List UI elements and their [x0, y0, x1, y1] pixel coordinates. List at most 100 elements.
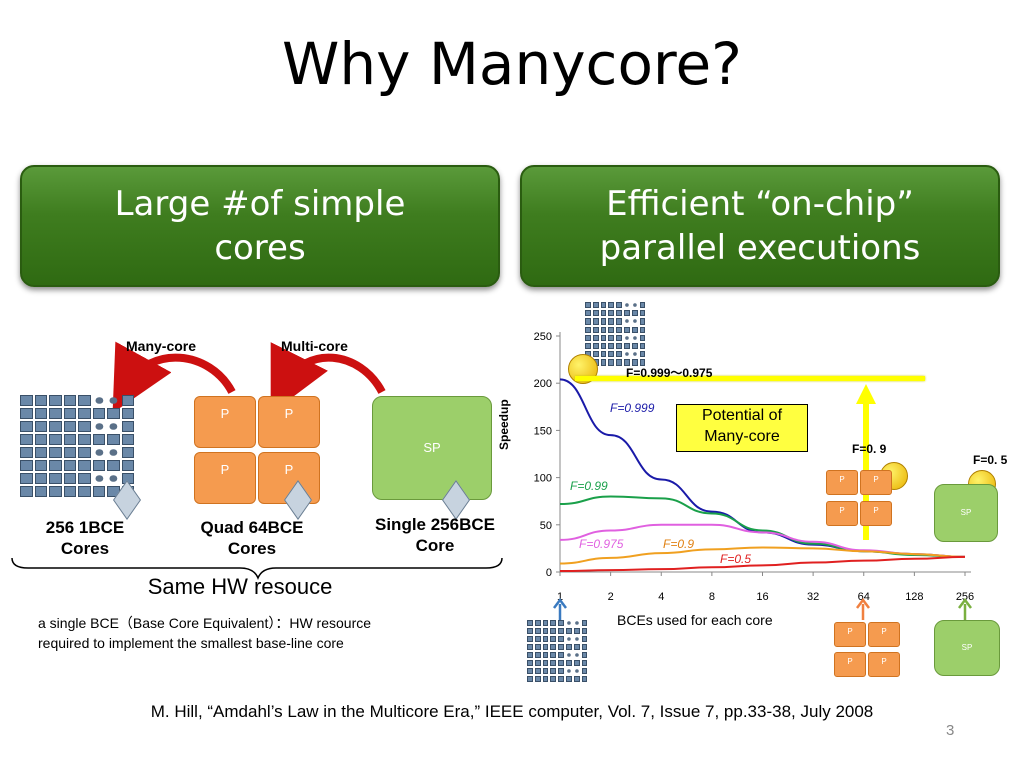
small-core — [534, 668, 541, 674]
small-core — [20, 473, 33, 484]
page-title: Why Manycore? — [282, 30, 742, 98]
small-core — [78, 434, 91, 445]
small-core — [92, 460, 105, 471]
core-sp: SP — [372, 396, 492, 500]
small-core — [558, 668, 564, 674]
small-core — [107, 434, 120, 445]
small-core — [534, 636, 541, 642]
small-core — [616, 326, 622, 333]
core-p: P — [868, 652, 900, 677]
small-core — [550, 644, 557, 650]
f09-label: F=0. 9 — [852, 442, 887, 456]
small-core — [92, 486, 105, 497]
small-core — [608, 359, 615, 366]
small-core — [574, 653, 579, 657]
small-core — [573, 676, 580, 682]
small-core — [581, 676, 588, 682]
y-tick-label: 0 — [546, 567, 552, 579]
small-core — [527, 636, 533, 642]
small-core — [585, 334, 591, 341]
small-core — [600, 351, 607, 358]
series-label: F=0.99 — [570, 479, 608, 493]
x-axis-label: BCEs used for each core — [617, 612, 773, 628]
small-core — [581, 628, 588, 634]
small-core — [78, 395, 91, 406]
small-core — [121, 447, 134, 458]
small-core — [616, 318, 622, 325]
small-core — [121, 408, 134, 419]
small-core — [78, 447, 91, 458]
small-core — [78, 421, 91, 432]
small-core — [49, 434, 62, 445]
box-left-line2: cores — [214, 228, 306, 268]
small-core — [534, 628, 541, 634]
small-core — [574, 621, 579, 625]
small-core — [608, 326, 615, 333]
small-core — [527, 668, 533, 674]
small-core — [632, 303, 637, 307]
small-core — [616, 359, 622, 366]
small-core — [95, 449, 103, 456]
core-sp: SP — [934, 484, 998, 542]
small-core — [49, 408, 62, 419]
small-core — [550, 628, 557, 634]
small-core — [592, 318, 599, 325]
small-core — [639, 302, 646, 309]
small-core — [573, 628, 580, 634]
small-core — [34, 434, 47, 445]
small-core — [550, 652, 557, 658]
small-core — [567, 637, 571, 641]
small-core — [558, 620, 564, 626]
series-label: F=0.9 — [663, 537, 694, 551]
small-core — [631, 359, 638, 366]
small-core — [581, 644, 588, 650]
small-core — [109, 475, 117, 482]
box-right-line1: Efficient “on-chip” — [606, 184, 914, 224]
small-core — [542, 628, 549, 634]
small-core — [107, 460, 120, 471]
small-core — [34, 395, 47, 406]
small-core — [566, 644, 572, 650]
small-core — [631, 310, 638, 317]
small-core — [574, 669, 579, 673]
small-core — [616, 351, 622, 358]
core-p: P — [868, 622, 900, 647]
small-core — [95, 475, 103, 482]
small-core — [624, 343, 630, 350]
manycore-arrow — [112, 341, 236, 414]
small-core — [558, 628, 564, 634]
small-core — [558, 644, 564, 650]
small-core — [592, 334, 599, 341]
small-core — [608, 343, 615, 350]
same-hw-caption: Same HW resouce — [147, 574, 333, 599]
small-core — [585, 302, 591, 309]
small-core — [20, 421, 33, 432]
small-core — [566, 676, 572, 682]
small-core — [550, 668, 557, 674]
small-core — [639, 310, 646, 317]
core-p: P — [834, 622, 866, 647]
small-core — [527, 620, 533, 626]
small-core — [542, 660, 549, 666]
manycore-label: Many-core — [126, 338, 197, 354]
small-core — [527, 660, 533, 666]
small-core — [573, 660, 580, 666]
small-core — [585, 326, 591, 333]
small-core — [20, 434, 33, 445]
small-core — [20, 460, 33, 471]
small-core — [608, 334, 615, 341]
small-core — [63, 460, 76, 471]
small-core — [20, 486, 33, 497]
small-core — [624, 310, 630, 317]
x-tick-label: 32 — [807, 591, 819, 603]
small-core — [631, 343, 638, 350]
small-core — [20, 447, 33, 458]
core-grid-bottom — [527, 620, 589, 684]
small-core — [567, 669, 571, 673]
small-core — [608, 302, 615, 309]
core-p: P — [258, 396, 320, 448]
